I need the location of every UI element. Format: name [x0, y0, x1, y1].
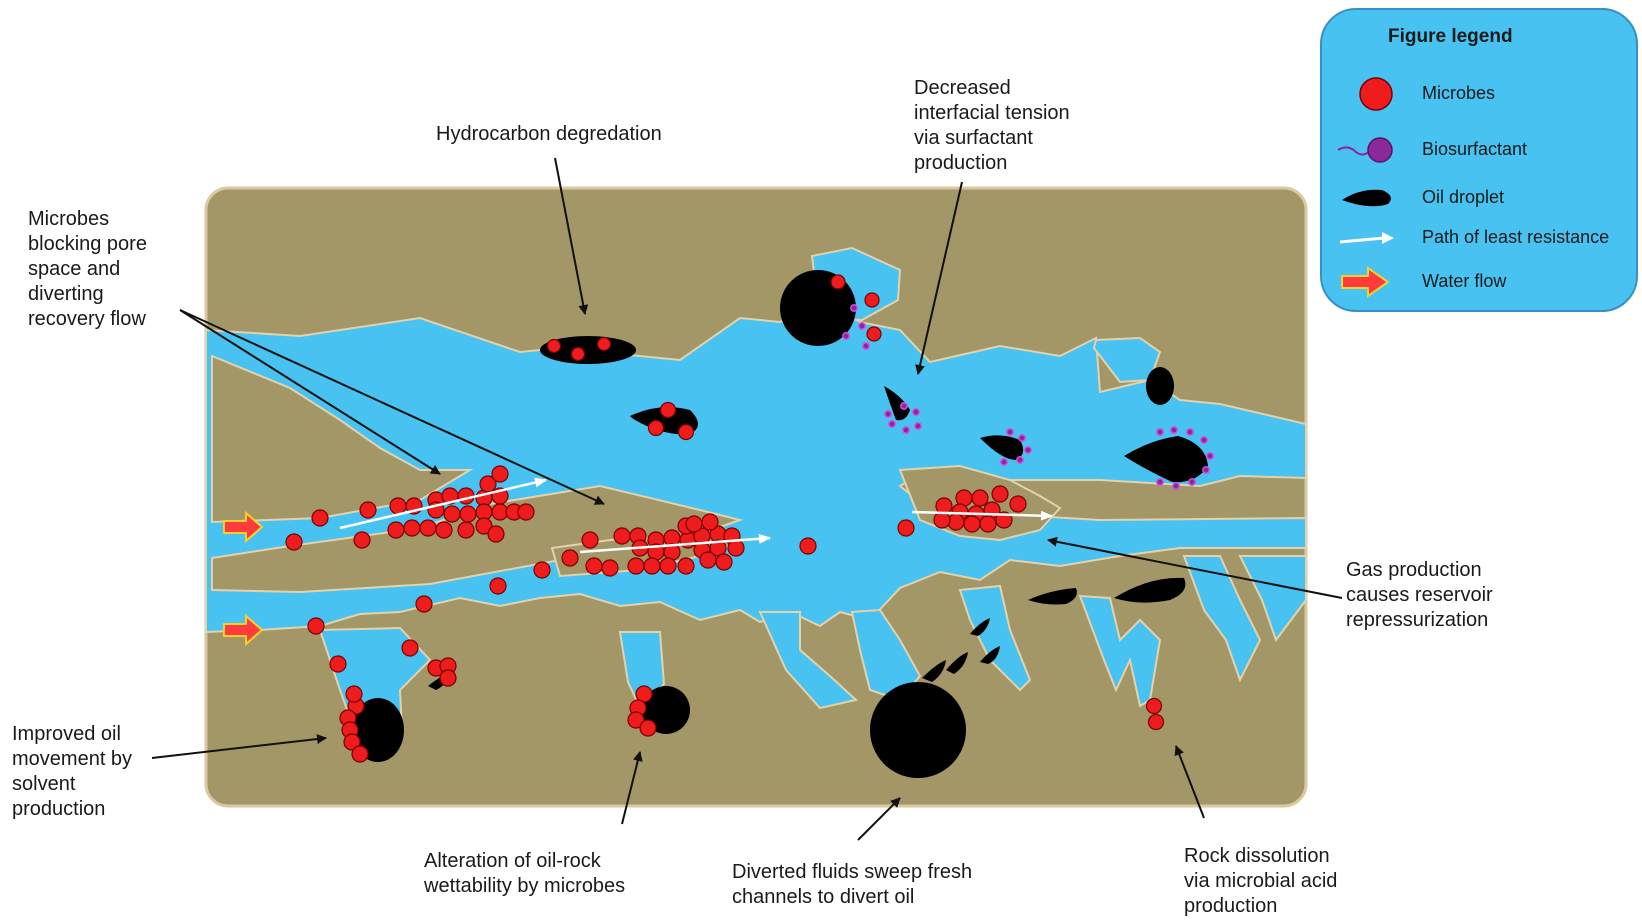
figure-legend: Figure legend Microbes Biosurfactant Oil…: [1320, 8, 1638, 312]
label-line: Alteration of oil-rock: [424, 849, 625, 874]
label-rock-dissolution: Rock dissolution via microbial acid prod…: [1184, 844, 1337, 919]
label-line: production: [914, 151, 1070, 176]
legend-label: Microbes: [1422, 83, 1495, 104]
water-flow-arrow-icon: [1334, 262, 1398, 302]
label-line: production: [1184, 894, 1337, 919]
label-line: production: [12, 797, 132, 822]
label-line: Rock dissolution: [1184, 844, 1337, 869]
legend-title: Figure legend: [1388, 26, 1513, 48]
label-diverted-fluids: Diverted fluids sweep fresh channels to …: [732, 860, 972, 910]
label-line: space and: [28, 257, 147, 282]
label-line: Diverted fluids sweep fresh: [732, 860, 972, 885]
label-line: causes reservoir: [1346, 583, 1493, 608]
legend-item-microbes: Microbes: [1322, 74, 1638, 114]
label-line: repressurization: [1346, 608, 1493, 633]
diverted-oil-droplet: [870, 682, 966, 778]
label-line: channels to divert oil: [732, 885, 972, 910]
label-line: movement by: [12, 747, 132, 772]
legend-label: Biosurfactant: [1422, 139, 1527, 160]
label-line: via microbial acid: [1184, 869, 1337, 894]
label-line: Hydrocarbon degredation: [436, 122, 662, 147]
legend-item-oil-droplet: Oil droplet: [1322, 178, 1638, 218]
label-interfacial-tension: Decreased interfacial tension via surfac…: [914, 76, 1070, 176]
label-line: blocking pore: [28, 232, 147, 257]
legend-label: Water flow: [1422, 271, 1506, 292]
label-line: via surfactant: [914, 126, 1070, 151]
label-line: recovery flow: [28, 307, 147, 332]
legend-item-biosurfactant: Biosurfactant: [1322, 130, 1638, 170]
microbe-icon: [1334, 74, 1398, 114]
legend-item-path-of-least-resistance: Path of least resistance: [1322, 218, 1638, 258]
label-line: Decreased: [914, 76, 1070, 101]
label-line: Microbes: [28, 207, 147, 232]
label-line: diverting: [28, 282, 147, 307]
label-line: wettability by microbes: [424, 874, 625, 899]
small-right-oil-droplet: [1146, 367, 1174, 405]
label-microbes-blocking: Microbes blocking pore space and diverti…: [28, 207, 147, 332]
label-gas-production: Gas production causes reservoir repressu…: [1346, 558, 1493, 633]
label-hydrocarbon-degradation: Hydrocarbon degredation: [436, 122, 662, 147]
legend-label: Path of least resistance: [1422, 227, 1609, 248]
label-line: Improved oil: [12, 722, 132, 747]
white-arrow-icon: [1334, 218, 1398, 258]
legend-item-water-flow: Water flow: [1322, 262, 1638, 302]
legend-label: Oil droplet: [1422, 187, 1504, 208]
label-line: interfacial tension: [914, 101, 1070, 126]
label-line: Gas production: [1346, 558, 1493, 583]
biosurfactant-icon: [1334, 130, 1398, 170]
oil-droplet-icon: [1334, 178, 1398, 218]
label-wettability: Alteration of oil-rock wettability by mi…: [424, 849, 625, 899]
label-improved-oil-movement: Improved oil movement by solvent product…: [12, 722, 132, 822]
label-line: solvent: [12, 772, 132, 797]
